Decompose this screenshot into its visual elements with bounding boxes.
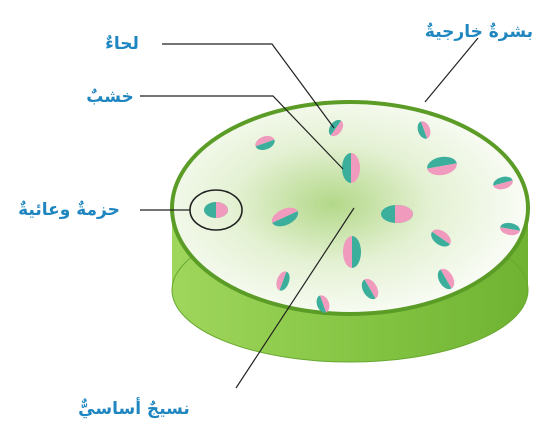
vascular-bundle: [381, 205, 413, 223]
label-epidermis: بشرةٌ خارجيةٌ: [425, 22, 533, 42]
label-ground-tissue: نسيجٌ أساسيٌّ: [78, 397, 190, 419]
epidermis-leader-line: [425, 38, 478, 102]
vascular-bundle: [342, 153, 360, 183]
vascular-bundle: [343, 236, 361, 268]
vascular-bundle-highlighted: [204, 202, 228, 218]
label-vascular-bundle: حزمةٌ وعائيةٌ: [18, 200, 120, 220]
label-xylem: خشبٌ: [86, 87, 134, 107]
label-phloem: لحاءٌ: [105, 34, 139, 54]
